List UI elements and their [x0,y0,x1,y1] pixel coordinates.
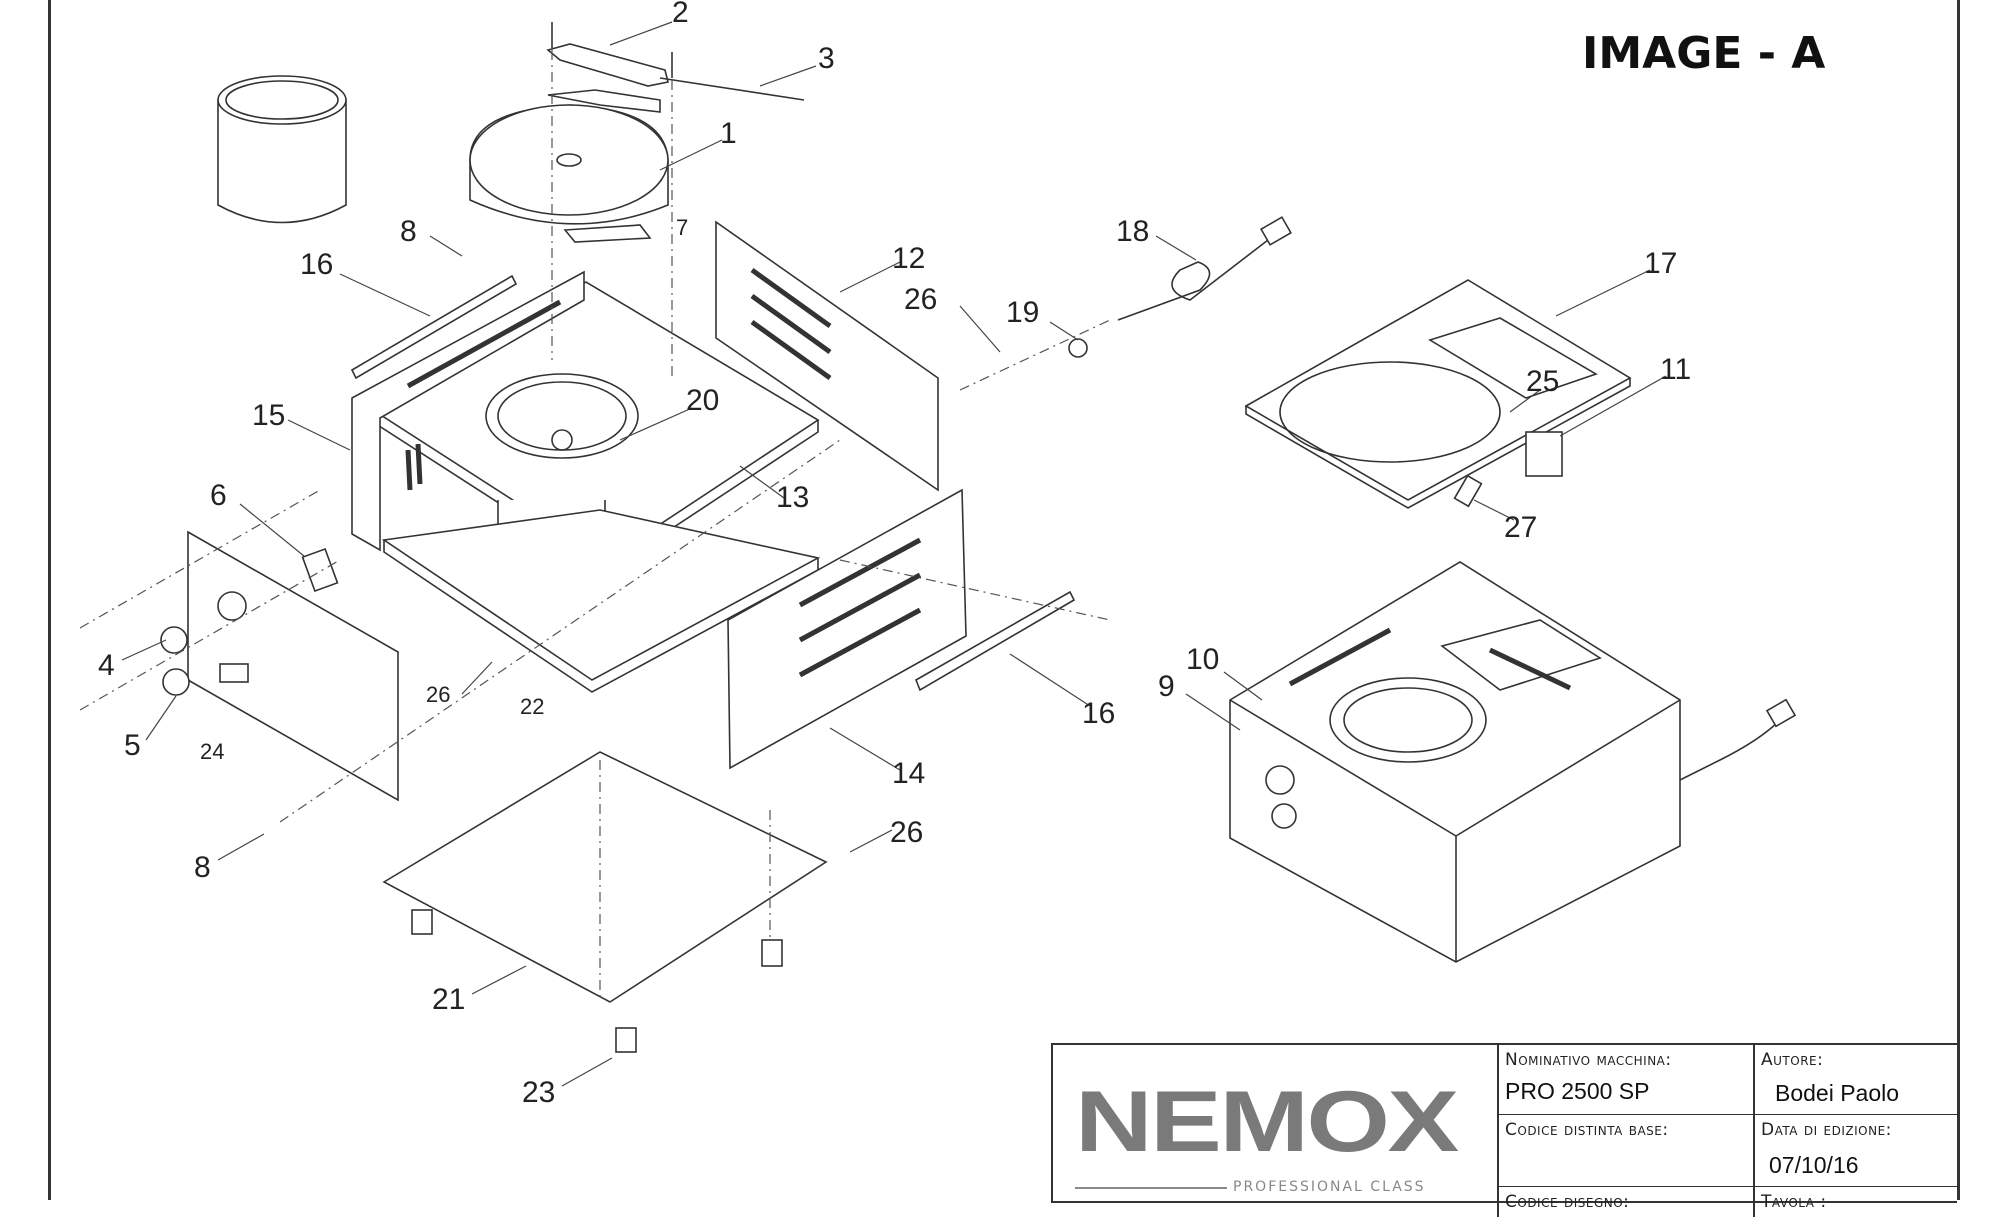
title-block: NEMOX PROFESSIONAL CLASS Nominativo macc… [1051,1043,1959,1217]
part-2-bracket [546,22,673,87]
drawing-border-left [48,0,51,1200]
part-23-foot [615,1027,637,1053]
part-16-rail [914,590,1076,692]
callout-16: 16 [300,248,333,281]
callout-22: 22 [520,694,544,719]
callout-17: 17 [1644,247,1677,280]
callout-12: 12 [892,242,925,275]
assembly-axis-lines [79,50,1111,1000]
part-17-mounting-plate [1244,279,1632,509]
nemox-logo: NEMOX PROFESSIONAL CLASS [1053,1045,1497,1205]
edition-date-label: Data di edizione: [1761,1120,1892,1140]
callout-9: 9 [1158,670,1175,703]
sheet-cell: Tavola : [1753,1187,1959,1217]
part-11-electrical-component [1525,431,1563,477]
machine-name-label: Nominativo macchina: [1505,1050,1672,1070]
author-value: Bodei Paolo [1775,1080,1900,1106]
machine-name-value: PRO 2500 SP [1505,1078,1650,1104]
callout-2: 2 [672,0,689,29]
logo-tagline: PROFESSIONAL CLASS [1233,1179,1426,1195]
callout-7: 7 [676,215,688,240]
callout-19: 19 [1006,296,1039,329]
assembled-machine-view [1229,561,1797,963]
part-21-base [382,751,828,1053]
callout-26: 26 [904,283,937,316]
callout-3: 3 [818,42,835,75]
callout-labels: 1 2 3 4 5 6 7 8 8 9 10 11 12 13 14 15 16… [98,0,1691,1109]
author-cell: Autore: Bodei Paolo [1753,1045,1959,1115]
callout-24: 24 [200,739,224,764]
callout-14: 14 [892,757,925,790]
author-label: Autore: [1761,1050,1824,1070]
edition-date-value: 07/10/16 [1769,1152,1859,1178]
callout-8: 8 [400,215,417,248]
sheet-label: Tavola : [1761,1192,1827,1212]
callout-15: 15 [252,399,285,432]
part-14-side-panel [727,488,967,770]
logo-rule [1075,1187,1227,1189]
callout-18: 18 [1116,215,1149,248]
edition-date-cell: Data di edizione: 07/10/16 [1753,1115,1959,1187]
drawing-code-cell: Codice disegno: [1497,1187,1753,1217]
drawing-code-label: Codice disegno: [1505,1192,1630,1212]
callout-1: 1 [720,117,737,150]
callout-6: 6 [210,479,227,512]
part-12-back-panel [715,220,939,492]
callout-leader-lines [121,21,1667,1087]
drawing-border-right [1957,0,1960,1200]
part-3-rod [659,77,805,101]
callout-26: 26 [426,682,450,707]
callout-21: 21 [432,983,465,1016]
part-16-rail [350,274,518,380]
callout-27: 27 [1504,511,1537,544]
callout-20: 20 [686,384,719,417]
part-24-front-panel [160,530,399,802]
part-27-component [1453,474,1483,508]
part-removable-bowl [217,75,347,224]
callout-25: 25 [1526,365,1559,398]
callout-16: 16 [1082,697,1115,730]
logo-wordmark: NEMOX [1075,1074,1459,1170]
bom-code-label: Codice distinta base: [1505,1120,1669,1140]
callout-11: 11 [1660,353,1691,386]
machine-name-cell: Nominativo macchina: PRO 2500 SP [1497,1045,1753,1115]
callout-8: 8 [194,851,211,884]
callout-10: 10 [1186,643,1219,676]
part-15-side-panel [351,270,585,552]
part-22-bottom-plate [381,509,821,693]
callout-23: 23 [522,1076,555,1109]
part-18-power-cord [1117,216,1292,321]
bom-code-cell: Codice distinta base: [1497,1115,1753,1187]
drawing-title: IMAGE - A [1582,28,1826,79]
part-1-lid [469,89,669,243]
callout-5: 5 [124,729,141,762]
part-19-cable-gland [1068,338,1088,358]
callout-26: 26 [890,816,923,849]
callout-4: 4 [98,649,115,682]
callout-13: 13 [776,481,809,514]
